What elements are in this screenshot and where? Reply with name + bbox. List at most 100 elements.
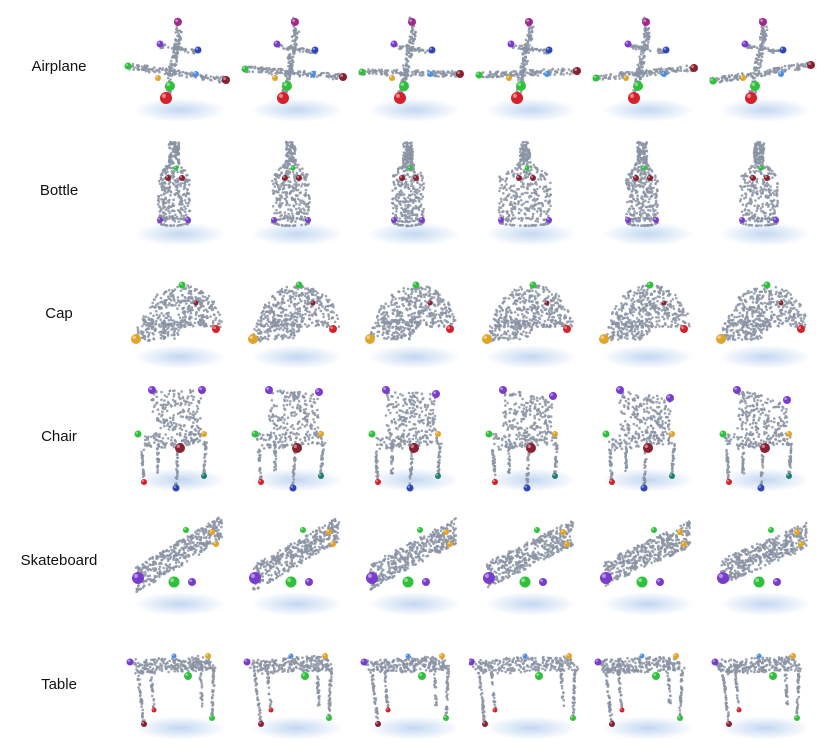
keypoint-marker xyxy=(157,217,163,223)
keypoint-marker xyxy=(753,576,765,588)
keypoint-markers xyxy=(483,527,570,588)
point-cloud xyxy=(497,140,553,228)
figure-row-airplane: Airplane xyxy=(0,4,830,130)
keypoint-marker xyxy=(485,430,493,438)
keypoint-marker xyxy=(456,70,464,78)
view-thumbnail-table-4 xyxy=(469,626,581,744)
ground-shadow xyxy=(719,222,811,246)
point-cloud-render xyxy=(368,386,460,492)
keypoint-marker xyxy=(402,576,414,588)
ground-shadow xyxy=(251,468,343,492)
keypoint-marker xyxy=(258,721,264,727)
point-cloud-render xyxy=(134,140,226,246)
keypoint-marker xyxy=(427,300,433,306)
keypoint-marker xyxy=(726,479,732,485)
keypoint-marker xyxy=(525,18,533,26)
keypoint-marker xyxy=(669,473,675,479)
ground-shadow xyxy=(134,716,226,740)
keypoint-marker xyxy=(539,578,547,586)
keypoint-marker xyxy=(552,431,558,437)
point-cloud xyxy=(390,141,426,228)
point-cloud xyxy=(607,389,676,489)
view-thumbnail-cap-4 xyxy=(469,255,581,373)
keypoint-marker xyxy=(443,529,449,535)
ground-shadow xyxy=(602,468,694,492)
keypoint-marker xyxy=(769,672,777,680)
view-thumbnail-chair-6 xyxy=(703,378,815,496)
keypoint-marker xyxy=(661,300,667,306)
point-cloud xyxy=(600,284,691,342)
keypoint-marker xyxy=(681,541,687,547)
point-cloud-render xyxy=(358,16,464,122)
point-cloud xyxy=(129,654,217,725)
keypoint-markers xyxy=(469,653,576,727)
keypoint-markers xyxy=(475,18,581,104)
ground-shadow xyxy=(485,98,577,122)
point-cloud-render xyxy=(711,653,811,740)
keypoint-marker xyxy=(282,175,288,181)
keypoint-marker xyxy=(783,396,791,404)
point-cloud-render xyxy=(469,653,580,740)
keypoint-marker xyxy=(179,175,185,181)
view-thumbnail-airplane-1 xyxy=(118,8,230,126)
keypoint-marker xyxy=(616,386,624,394)
keypoint-marker xyxy=(544,71,550,77)
view-thumbnail-bottle-3 xyxy=(352,132,464,250)
keypoint-marker xyxy=(435,473,441,479)
view-thumbnail-cap-5 xyxy=(586,255,698,373)
point-cloud-render xyxy=(719,140,811,246)
keypoint-markers xyxy=(482,281,571,344)
keypoint-marker xyxy=(222,76,230,84)
keypoint-markers xyxy=(391,165,425,223)
ground-shadow xyxy=(719,468,811,492)
point-cloud-render xyxy=(485,386,577,492)
keypoint-marker xyxy=(390,40,398,48)
keypoint-markers xyxy=(592,18,698,104)
keypoint-marker xyxy=(201,473,207,479)
keypoint-marker xyxy=(205,653,211,659)
keypoint-marker xyxy=(524,165,530,171)
keypoint-marker xyxy=(213,541,219,547)
view-thumbnail-bottle-5 xyxy=(586,132,698,250)
keypoint-markers xyxy=(243,653,332,727)
point-cloud-render xyxy=(368,141,460,246)
row-label-airplane: Airplane xyxy=(31,58,87,75)
ground-shadow xyxy=(602,592,694,616)
view-thumbnail-chair-4 xyxy=(469,378,581,496)
keypoint-marker xyxy=(653,217,659,223)
keypoint-marker xyxy=(243,658,251,666)
ground-shadow xyxy=(485,592,577,616)
figure-row-bottle: Bottle xyxy=(0,128,830,254)
keypoint-marker xyxy=(733,386,741,394)
keypoint-marker xyxy=(756,653,762,659)
view-thumbnail-bottle-2 xyxy=(235,132,347,250)
keypoint-marker xyxy=(413,175,419,181)
keypoint-marker xyxy=(194,46,202,54)
keypoint-marker xyxy=(566,653,572,659)
keypoint-marker xyxy=(544,300,550,306)
keypoint-marker xyxy=(172,484,180,492)
keypoint-marker xyxy=(570,715,576,721)
keypoint-marker xyxy=(408,18,416,26)
keypoint-marker xyxy=(768,527,774,533)
point-cloud xyxy=(243,16,345,100)
point-cloud-render xyxy=(602,386,694,492)
keypoint-marker xyxy=(385,707,391,713)
keypoint-marker xyxy=(290,165,296,171)
keypoint-marker xyxy=(409,443,419,453)
keypoint-marker xyxy=(155,75,161,81)
keypoint-marker xyxy=(786,431,792,437)
keypoint-marker xyxy=(798,541,804,547)
point-cloud-render xyxy=(360,653,460,740)
ground-shadow xyxy=(368,592,460,616)
view-thumbnail-airplane-2 xyxy=(235,8,347,126)
ground-shadow xyxy=(251,345,343,369)
keypoint-marker xyxy=(406,484,414,492)
keypoint-marker xyxy=(736,707,742,713)
keypoint-marker xyxy=(647,175,653,181)
figure-row-chair: Chair xyxy=(0,374,830,500)
keypoint-marker xyxy=(709,77,717,85)
keypoint-marker xyxy=(375,479,381,485)
keypoint-marker xyxy=(600,572,612,584)
keypoint-marker xyxy=(661,71,667,77)
